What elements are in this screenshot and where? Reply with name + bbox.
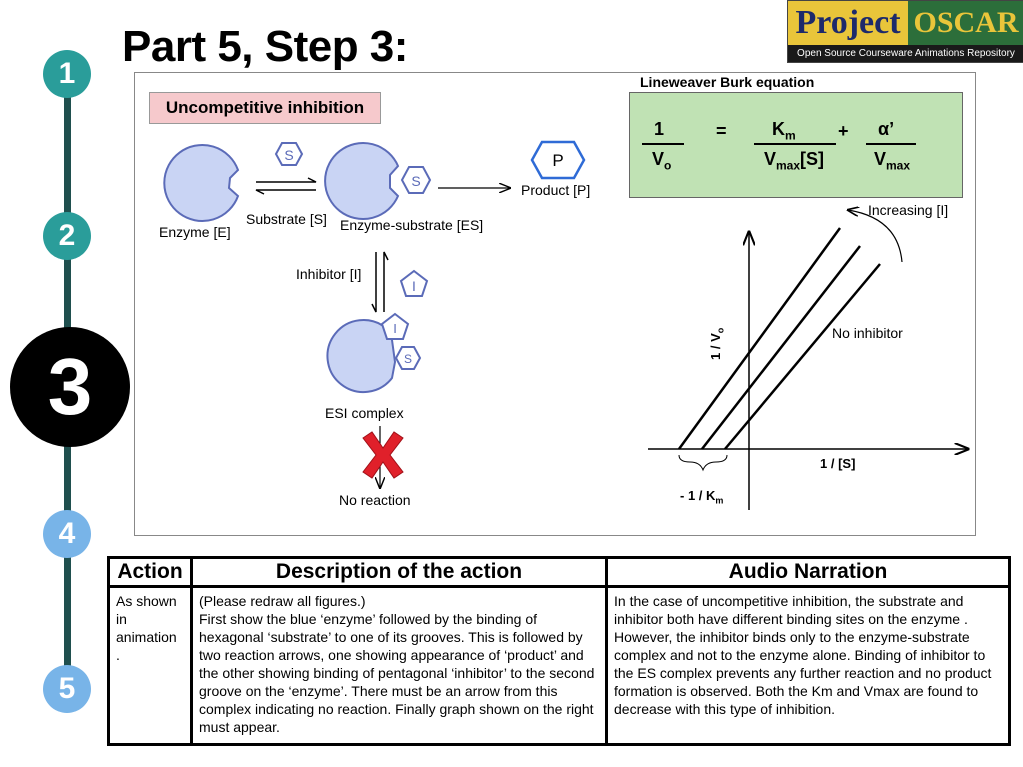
enzyme-label: Enzyme [E] xyxy=(159,224,231,240)
header-description: Description of the action xyxy=(190,556,608,588)
step-4-marker[interactable]: 4 xyxy=(43,510,91,558)
equation-box: 1 Vo = Km Vmax[S] + α’ Vmax xyxy=(629,92,963,198)
annotation-no-inhibitor: No inhibitor xyxy=(832,325,903,341)
esi-complex-label: ESI complex xyxy=(325,405,404,421)
eq-alpha-numerator: α’ xyxy=(878,119,895,139)
eq-lhs-numerator: 1 xyxy=(654,119,665,139)
eq-plus: + xyxy=(838,121,849,141)
intercept-label: - 1 / Km xyxy=(680,488,724,506)
eq-lhs-fraction-bar xyxy=(642,143,684,145)
y-axis-label: 1 / Vo xyxy=(708,327,726,360)
annotation-increasing-inhibitor: Increasing [I] xyxy=(868,202,949,218)
step-1-marker[interactable]: 1 xyxy=(43,50,91,98)
eq-km-fraction-bar xyxy=(754,143,836,145)
no-reaction-label: No reaction xyxy=(339,492,411,508)
equilibrium-arrows-horizontal xyxy=(255,177,317,195)
logo-oscar-text: OSCAR xyxy=(908,1,1023,45)
description-line-2: First show the blue ‘enzyme’ followed by… xyxy=(199,611,595,735)
x-axis-label: 1 / [S] xyxy=(820,456,856,471)
series-line-3 xyxy=(724,263,881,450)
action-table: Action Description of the action Audio N… xyxy=(107,556,1011,746)
es-substrate-symbol: S xyxy=(411,173,420,189)
description-line-1: (Please redraw all figures.) xyxy=(199,593,366,609)
cell-narration: In the case of uncompetitive inhibition,… xyxy=(605,585,1011,746)
eq-km-numerator: Km xyxy=(772,119,796,143)
intercept-brace xyxy=(678,454,728,472)
eq-lhs-denominator: Vo xyxy=(652,149,672,173)
equilibrium-arrows-vertical xyxy=(371,251,389,313)
step-2-marker[interactable]: 2 xyxy=(43,212,91,260)
step-5-marker[interactable]: 5 xyxy=(43,665,91,713)
series-line-1 xyxy=(677,227,842,450)
logo-project-text: Project xyxy=(788,1,908,45)
logo-subtitle: Open Source Courseware Animations Reposi… xyxy=(788,45,1023,62)
cell-description: (Please redraw all figures.) First show … xyxy=(190,585,608,746)
es-complex-label: Enzyme-substrate [ES] xyxy=(340,217,484,233)
project-oscar-logo: Project OSCAR Open Source Courseware Ani… xyxy=(787,0,1023,63)
esi-inhibitor-pentagon-icon xyxy=(380,312,410,340)
product-symbol: P xyxy=(552,151,563,170)
product-hexagon-icon xyxy=(530,140,586,180)
step-3-marker-current[interactable]: 3 xyxy=(10,327,130,447)
header-action: Action xyxy=(107,556,193,588)
esi-complex-shape xyxy=(326,319,397,394)
esi-substrate-hexagon-icon xyxy=(394,346,422,370)
eq-km-denominator: Vmax[S] xyxy=(764,149,825,173)
eq-alpha-fraction-bar xyxy=(866,143,916,145)
esi-inhibitor-symbol: I xyxy=(393,321,397,336)
red-cross-icon xyxy=(362,431,404,479)
inhibitor-pentagon-icon xyxy=(399,269,429,297)
inhibitor-symbol: I xyxy=(412,278,416,294)
inhibitor-label: Inhibitor [I] xyxy=(296,266,362,282)
page-title: Part 5, Step 3: xyxy=(122,22,408,71)
substrate-label: Substrate [S] xyxy=(246,211,327,227)
header-narration: Audio Narration xyxy=(605,556,1011,588)
inhibition-type-label: Uncompetitive inhibition xyxy=(149,92,381,124)
equation-title: Lineweaver Burk equation xyxy=(640,74,815,90)
enzyme-shape xyxy=(163,144,240,222)
cell-action: As shown in animation . xyxy=(107,585,193,746)
esi-substrate-symbol: S xyxy=(404,352,412,366)
product-label: Product [P] xyxy=(521,182,591,198)
eq-equals: = xyxy=(716,121,727,141)
eq-alpha-denominator: Vmax xyxy=(874,149,911,173)
substrate-hexagon-icon xyxy=(274,142,304,166)
series-line-2 xyxy=(701,245,861,450)
substrate-symbol: S xyxy=(284,147,293,163)
es-complex-shape xyxy=(324,142,400,220)
es-substrate-hexagon-icon xyxy=(400,166,432,194)
increasing-arrow xyxy=(848,210,903,263)
